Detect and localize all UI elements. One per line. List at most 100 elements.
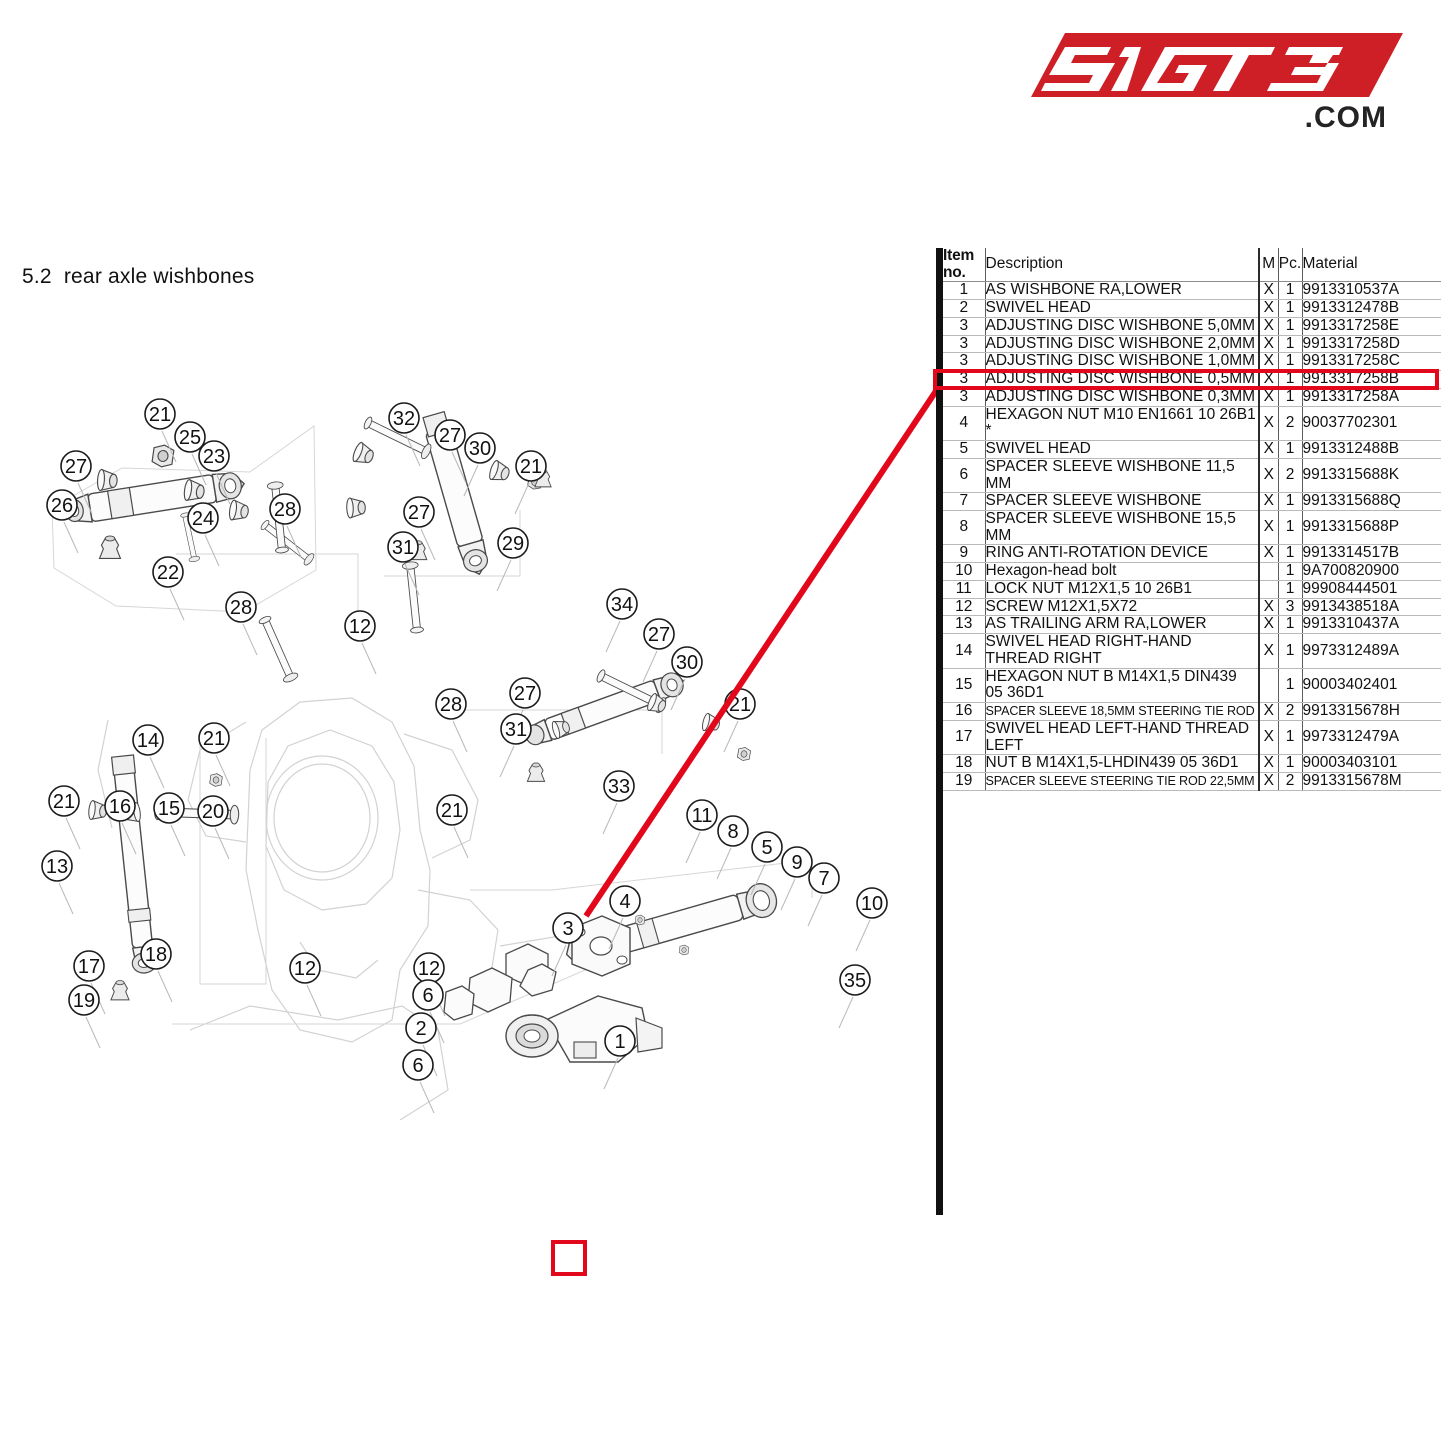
cell-description: ADJUSTING DISC WISHBONE 0,3MM <box>984 388 1259 407</box>
cell-description: Hexagon-head bolt <box>984 562 1259 581</box>
callout-30[interactable]: 30 <box>463 432 496 497</box>
cell-description: SCREW M12X1,5X72 <box>984 598 1259 617</box>
callout-label: 17 <box>78 956 100 978</box>
callout-12[interactable]: 12 <box>344 610 377 675</box>
cell-m: X <box>1258 493 1278 512</box>
cell-pc: 1 <box>1277 633 1302 669</box>
callout-label: 1 <box>614 1031 625 1053</box>
callout-12[interactable]: 12 <box>289 952 322 1017</box>
cell-m: X <box>1258 282 1278 301</box>
callout-32[interactable]: 32 <box>388 402 421 467</box>
cell-description: SPACER SLEEVE 18,5MM STEERING TIE ROD <box>984 702 1259 721</box>
callout-24[interactable]: 24 <box>187 502 220 567</box>
cell-description: SPACER SLEEVE WISHBONE 15,5 MM <box>984 510 1259 546</box>
highlighted-callout-box <box>551 1240 587 1276</box>
cell-material: 9913310437A <box>1301 616 1441 635</box>
callout-label: 34 <box>611 594 633 616</box>
cell-m <box>1258 562 1278 581</box>
callout-34[interactable]: 34 <box>605 588 638 653</box>
callout-13[interactable]: 13 <box>41 850 74 915</box>
callout-21[interactable]: 21 <box>48 785 81 850</box>
callout-7[interactable]: 7 <box>807 862 840 927</box>
callout-27[interactable]: 27 <box>434 419 467 484</box>
cell-description: RING ANTI-ROTATION DEVICE <box>984 545 1259 564</box>
cell-description: HEXAGON NUT M10 EN1661 10 26B1 * <box>984 406 1259 442</box>
callout-label: 31 <box>392 537 414 559</box>
callout-33[interactable]: 33 <box>602 770 635 835</box>
callout-29[interactable]: 29 <box>496 527 529 592</box>
callout-26[interactable]: 26 <box>46 489 79 554</box>
cell-material: 9913317258C <box>1301 353 1441 372</box>
callout-27[interactable]: 27 <box>403 496 436 561</box>
callout-21[interactable]: 21 <box>144 398 177 463</box>
cell-pc: 1 <box>1277 720 1302 756</box>
callout-28[interactable]: 28 <box>225 591 258 656</box>
callout-1[interactable]: 1 <box>603 1025 636 1090</box>
callout-31[interactable]: 31 <box>387 531 420 596</box>
cell-item: 7 <box>943 493 985 512</box>
callout-label: 27 <box>514 683 536 705</box>
callout-6[interactable]: 6 <box>402 1049 435 1114</box>
cell-pc: 1 <box>1277 370 1302 389</box>
callout-2[interactable]: 2 <box>405 1012 438 1077</box>
callout-18[interactable]: 18 <box>140 938 173 1003</box>
cell-pc: 1 <box>1277 510 1302 546</box>
callout-14[interactable]: 14 <box>132 724 165 789</box>
callout-11[interactable]: 11 <box>685 799 718 864</box>
cell-item: 17 <box>943 720 985 756</box>
cell-pc: 1 <box>1277 493 1302 512</box>
cell-pc: 3 <box>1277 598 1302 617</box>
callout-3[interactable]: 3 <box>551 912 584 977</box>
callout-21[interactable]: 21 <box>723 688 756 753</box>
callout-31[interactable]: 31 <box>499 713 532 778</box>
callout-16[interactable]: 16 <box>104 790 137 855</box>
callout-21[interactable]: 21 <box>198 722 231 787</box>
callout-28[interactable]: 28 <box>435 688 468 753</box>
callout-21[interactable]: 21 <box>436 794 469 859</box>
callout-28[interactable]: 28 <box>269 493 302 558</box>
cell-m: X <box>1258 388 1278 407</box>
cell-material: 9913317258E <box>1301 317 1441 336</box>
callout-27[interactable]: 27 <box>508 677 541 742</box>
callout-27[interactable]: 27 <box>642 618 675 683</box>
callout-25[interactable]: 25 <box>174 421 207 486</box>
callout-label: 27 <box>648 624 670 646</box>
callout-20[interactable]: 20 <box>197 795 230 860</box>
callout-label: 7 <box>818 868 829 890</box>
callout-17[interactable]: 17 <box>73 950 106 1015</box>
callout-15[interactable]: 15 <box>153 792 186 857</box>
callout-35[interactable]: 35 <box>838 964 871 1029</box>
callout-19[interactable]: 19 <box>68 984 101 1049</box>
callout-22[interactable]: 22 <box>152 556 185 621</box>
cell-pc: 1 <box>1277 388 1302 407</box>
callout-27[interactable]: 27 <box>60 450 93 515</box>
callout-21[interactable]: 21 <box>514 450 547 515</box>
callout-9[interactable]: 9 <box>780 846 813 911</box>
cell-description: ADJUSTING DISC WISHBONE 1,0MM <box>984 353 1259 372</box>
callout-23[interactable]: 23 <box>198 440 231 505</box>
callout-10[interactable]: 10 <box>855 887 888 952</box>
